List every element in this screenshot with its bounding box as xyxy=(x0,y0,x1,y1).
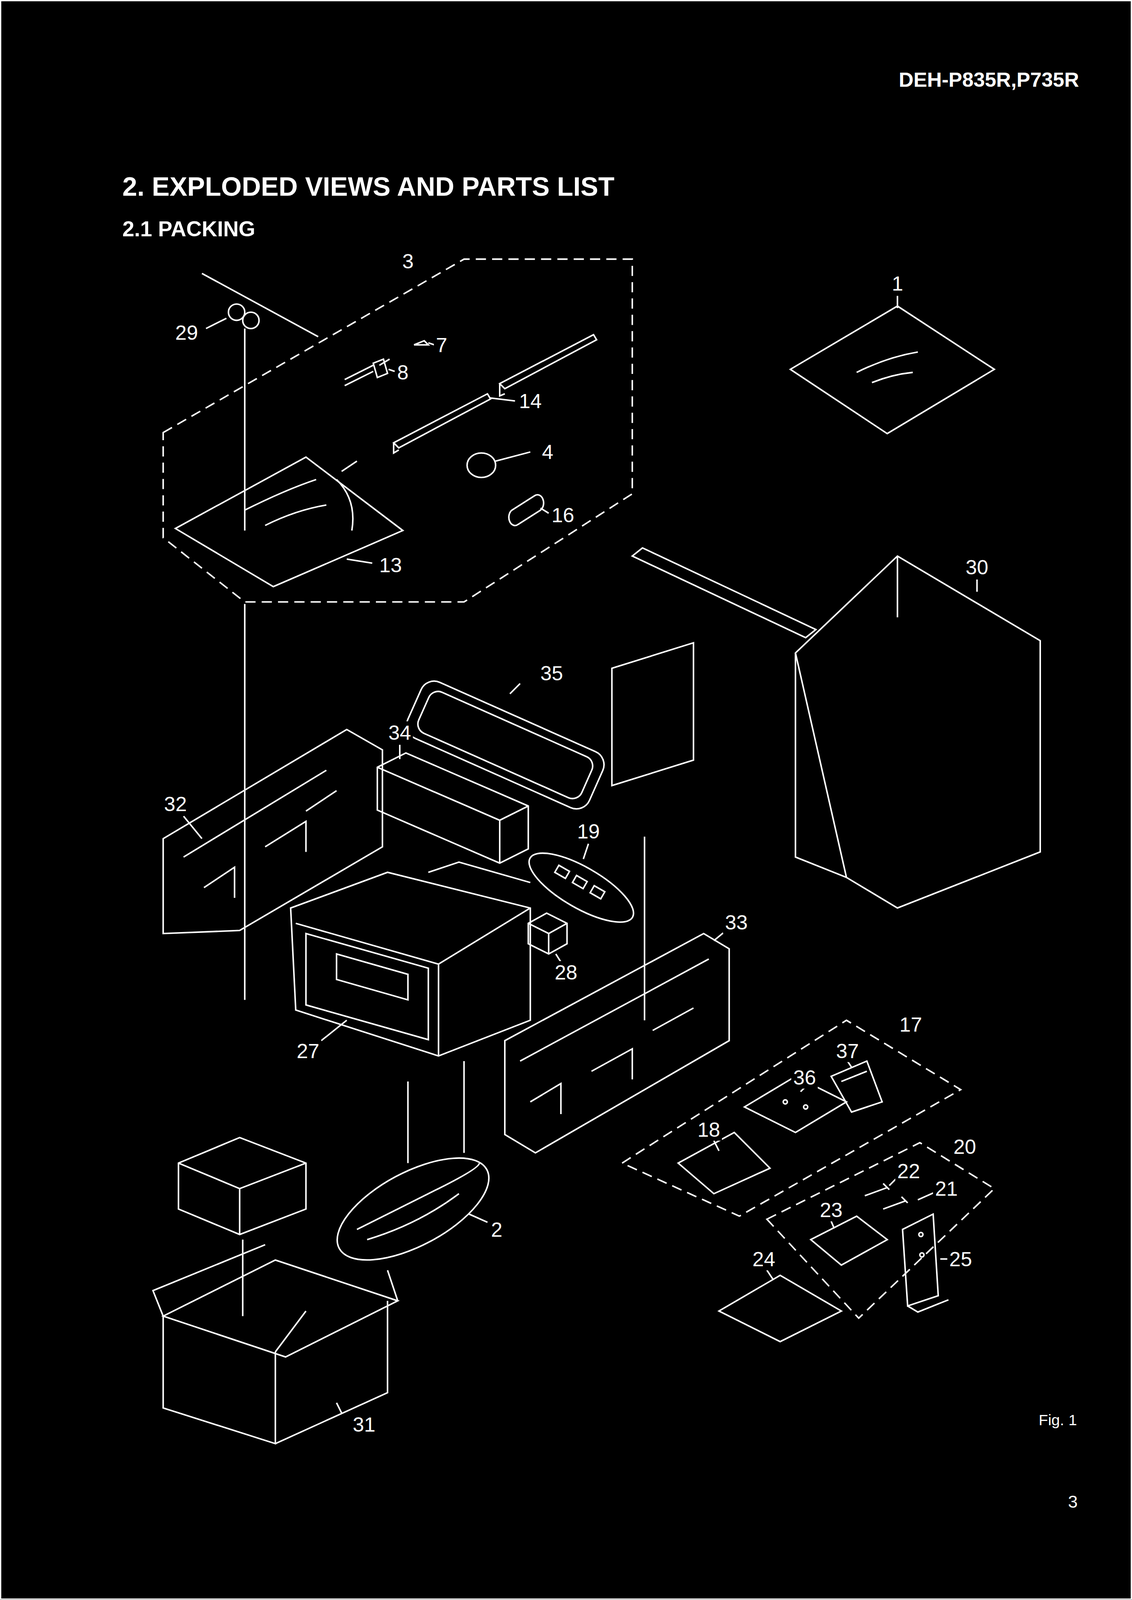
callout-number: 21 xyxy=(932,1176,960,1200)
callout-number: 16 xyxy=(549,503,577,527)
callout-number: 28 xyxy=(552,960,580,984)
callout-number: 13 xyxy=(377,553,405,577)
callout-number: 32 xyxy=(161,792,189,816)
callout-number: 8 xyxy=(395,360,411,384)
callout-number: 34 xyxy=(386,721,414,744)
callout-number: 17 xyxy=(897,1012,925,1036)
callout-number: 37 xyxy=(834,1039,862,1062)
figure-caption: Fig. 1 xyxy=(1036,1411,1080,1429)
section-heading: 2.1 PACKING xyxy=(120,216,258,241)
callout-number: 2 xyxy=(489,1217,505,1241)
callout-number: 20 xyxy=(951,1134,979,1158)
callout-number: 24 xyxy=(750,1247,778,1270)
callout-number: 23 xyxy=(817,1198,845,1221)
callout-number: 25 xyxy=(947,1247,975,1270)
callout-number: 22 xyxy=(895,1159,923,1182)
callout-number: 31 xyxy=(350,1412,378,1436)
callout-number: 35 xyxy=(538,661,566,685)
callout-number: 1 xyxy=(889,272,906,295)
page-number: 3 xyxy=(1065,1492,1080,1512)
callout-number: 30 xyxy=(963,555,991,579)
page-title: 2. EXPLODED VIEWS AND PARTS LIST xyxy=(120,172,617,202)
callout-number: 4 xyxy=(539,440,556,464)
callout-number: 18 xyxy=(695,1117,723,1141)
callout-number: 27 xyxy=(294,1039,322,1062)
callout-number: 14 xyxy=(516,389,544,413)
callout-number: 19 xyxy=(574,819,602,843)
callout-number: 29 xyxy=(173,321,201,344)
model-header: DEH-P835R,P735R xyxy=(896,68,1082,91)
callout-number: 3 xyxy=(400,249,416,273)
callout-number: 36 xyxy=(791,1065,819,1089)
callout-number: 33 xyxy=(722,910,750,934)
callout-number: 7 xyxy=(434,333,450,357)
